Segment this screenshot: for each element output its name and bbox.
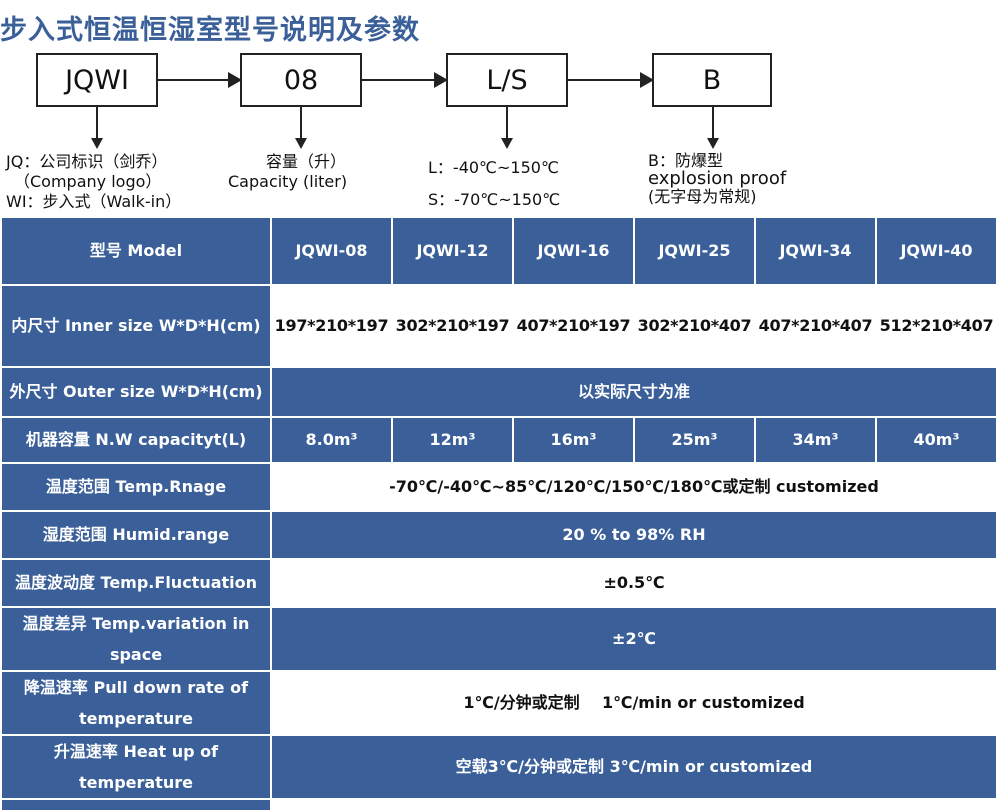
row-label: 温度差异 Temp.variation in space	[0, 606, 272, 672]
row-label: 降温速率 Pull down rate of temperature	[0, 670, 272, 736]
table-row: 温度波动度 Temp.Fluctuation ±0.5℃	[0, 558, 996, 608]
row-label: 外尺寸 Outer size W*D*H(cm)	[0, 366, 272, 418]
model-header: JQWI-16	[512, 216, 635, 286]
arrow-down-icon	[295, 107, 307, 149]
note-line: L：-40℃~150℃	[428, 158, 559, 177]
note-prefix: JQ：公司标识（剑乔） （Company logo） WI：步入式（Walk-i…	[6, 152, 181, 212]
note-line: JQ：公司标识（剑乔）	[6, 152, 168, 171]
pulldown-cell: 1℃/分钟或定制 1℃/min or customized	[270, 670, 996, 736]
table-row: 型号 Model JQWI-08 JQWI-12 JQWI-16 JQWI-25…	[0, 216, 996, 286]
model-box-prefix: JQWI	[36, 53, 158, 107]
capacity-cell: 16m³	[512, 416, 635, 464]
note-line: Capacity (liter)	[228, 172, 348, 191]
model-box-temp: L/S	[446, 53, 568, 107]
page-title: 步入式恒温恒湿室型号说明及参数	[0, 15, 420, 46]
row-label: 内尺寸 Inner size W*D*H(cm)	[0, 284, 272, 368]
row-label: 型号 Model	[0, 216, 272, 286]
table-cell	[270, 798, 996, 810]
row-label	[0, 798, 272, 810]
arrow-right-icon	[568, 72, 654, 88]
capacity-cell: 40m³	[875, 416, 996, 464]
row-label: 温度范围 Temp.Rnage	[0, 462, 272, 512]
arrow-right-icon	[362, 72, 448, 88]
note-line: explosion proof	[648, 168, 787, 189]
capacity-cell: 12m³	[391, 416, 514, 464]
row-label: 机器容量 N.W capacityt(L)	[0, 416, 272, 464]
table-row: 升温速率 Heat up of temperature 空载3℃/分钟或定制 3…	[0, 734, 996, 800]
inner-size-cell: 197*210*197	[270, 284, 393, 368]
outer-size-cell: 以实际尺寸为准	[270, 366, 996, 418]
model-header: JQWI-34	[754, 216, 877, 286]
capacity-cell: 25m³	[633, 416, 756, 464]
arrow-down-icon	[707, 107, 719, 149]
table-row: 降温速率 Pull down rate of temperature 1℃/分钟…	[0, 670, 996, 736]
note-temp: L：-40℃~150℃ S：-70℃~150℃	[428, 152, 560, 216]
model-header: JQWI-08	[270, 216, 393, 286]
capacity-cell: 34m³	[754, 416, 877, 464]
model-header: JQWI-25	[633, 216, 756, 286]
model-header: JQWI-12	[391, 216, 514, 286]
row-label: 湿度范围 Humid.range	[0, 510, 272, 560]
inner-size-cell: 407*210*197	[512, 284, 635, 368]
inner-size-cell: 407*210*407	[754, 284, 877, 368]
row-label: 温度波动度 Temp.Fluctuation	[0, 558, 272, 608]
inner-size-cell: 302*210*407	[633, 284, 756, 368]
table-row: 温度差异 Temp.variation in space ±2℃	[0, 606, 996, 672]
note-line: （Company logo）	[14, 172, 162, 191]
note-line: S：-70℃~150℃	[428, 190, 561, 209]
note-capacity: 容量（升） Capacity (liter)	[228, 152, 347, 192]
note-line: B：防爆型	[648, 151, 723, 170]
capacity-cell: 8.0m³	[270, 416, 393, 464]
fluctuation-cell: ±0.5℃	[270, 558, 996, 608]
arrow-right-icon	[158, 72, 242, 88]
humid-range-cell: 20 % to 98% RH	[270, 510, 996, 560]
table-row: 温度范围 Temp.Rnage -70℃/-40℃~85℃/120℃/150℃/…	[0, 462, 996, 512]
note-line: WI：步入式（Walk-in）	[6, 192, 182, 211]
spec-table: 型号 Model JQWI-08 JQWI-12 JQWI-16 JQWI-25…	[0, 216, 996, 810]
note-line: 容量（升）	[266, 152, 347, 171]
table-row: 内尺寸 Inner size W*D*H(cm) 197*210*197 302…	[0, 284, 996, 368]
model-box-capacity: 08	[240, 53, 362, 107]
temp-range-cell: -70℃/-40℃~85℃/120℃/150℃/180℃或定制 customiz…	[270, 462, 996, 512]
inner-size-cell: 512*210*407	[875, 284, 996, 368]
note-line: (无字母为常规)	[648, 187, 757, 206]
row-label: 升温速率 Heat up of temperature	[0, 734, 272, 800]
table-row	[0, 798, 996, 810]
heatup-cell: 空载3℃/分钟或定制 3℃/min or customized	[270, 734, 996, 800]
model-box-explosion: B	[652, 53, 772, 107]
table-row: 湿度范围 Humid.range 20 % to 98% RH	[0, 510, 996, 560]
variation-cell: ±2℃	[270, 606, 996, 672]
arrow-down-icon	[91, 107, 103, 149]
model-header: JQWI-40	[875, 216, 996, 286]
arrow-down-icon	[501, 107, 513, 149]
table-row: 机器容量 N.W capacityt(L) 8.0m³ 12m³ 16m³ 25…	[0, 416, 996, 464]
inner-size-cell: 302*210*197	[391, 284, 514, 368]
table-row: 外尺寸 Outer size W*D*H(cm) 以实际尺寸为准	[0, 366, 996, 418]
note-explosion: B：防爆型 explosion proof (无字母为常规)	[648, 152, 786, 206]
